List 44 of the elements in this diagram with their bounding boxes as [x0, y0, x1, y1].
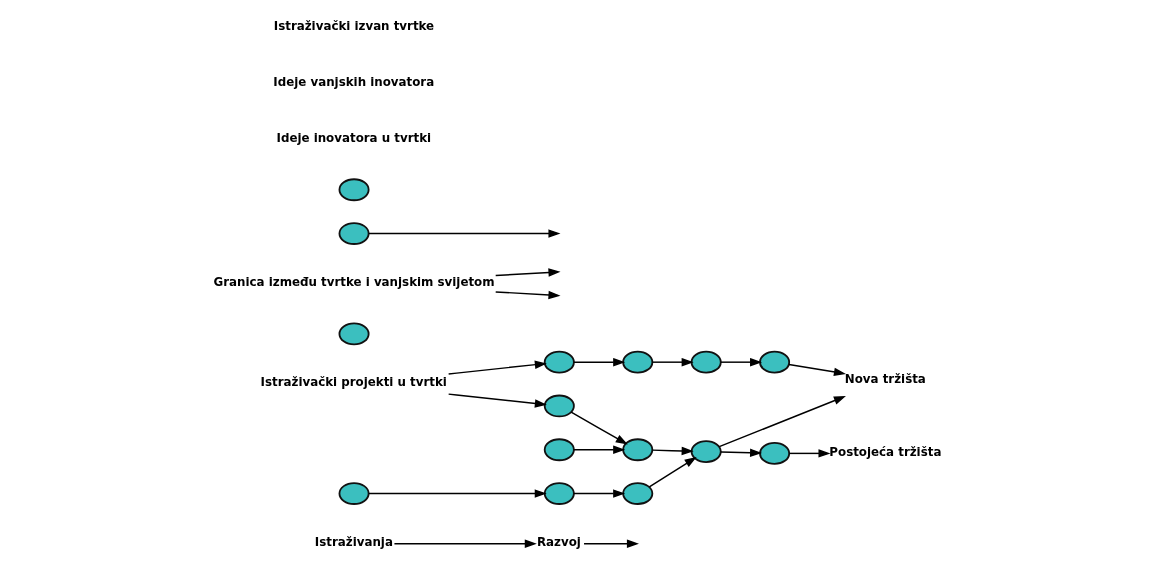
arrow	[718, 396, 846, 448]
arrow	[651, 357, 694, 367]
arrow	[367, 229, 560, 238]
node-circle	[621, 350, 653, 374]
node-circle	[621, 482, 653, 505]
arrow	[494, 290, 560, 300]
arrow	[572, 357, 625, 367]
arrow	[719, 448, 762, 457]
arrow	[572, 489, 625, 498]
arrow	[648, 457, 697, 488]
node-circle	[338, 322, 370, 346]
arrow	[494, 268, 560, 277]
arrow	[447, 393, 547, 408]
node-circle	[543, 350, 575, 374]
node-text: Nova tržišta	[844, 371, 926, 386]
node-text: Granica između tvrtke i vanjskim svijetom	[213, 274, 495, 289]
node-circle	[543, 394, 575, 418]
arrow	[719, 357, 762, 367]
arrow	[787, 363, 846, 377]
node-circle	[690, 350, 722, 374]
node-circle	[758, 350, 790, 374]
node-text: Postojeća tržišta	[828, 444, 941, 459]
label: Ideje inovatora u tvrtki	[276, 130, 431, 145]
arrow	[367, 489, 547, 498]
node-text: Istraživački projekti u tvrtki	[260, 375, 447, 390]
node-circle	[338, 222, 370, 245]
node-circle	[758, 442, 790, 465]
label: Istraživački izvan tvrtke	[273, 19, 434, 34]
node-circle	[690, 440, 722, 463]
arrow	[788, 449, 831, 458]
arrow	[651, 446, 694, 456]
node-circle	[338, 178, 370, 202]
arrow	[447, 360, 547, 375]
node-text: Istraživanja	[314, 534, 393, 549]
node-circle	[621, 438, 653, 462]
arrow	[569, 411, 628, 445]
node-text: Razvoj	[536, 534, 581, 549]
node-circle	[543, 438, 575, 462]
arrow	[582, 539, 639, 548]
arrow	[393, 539, 537, 548]
node-circle	[338, 482, 370, 505]
node-circle	[543, 482, 575, 505]
label: Ideje vanjskih inovatora	[272, 75, 434, 90]
arrow	[572, 445, 625, 454]
